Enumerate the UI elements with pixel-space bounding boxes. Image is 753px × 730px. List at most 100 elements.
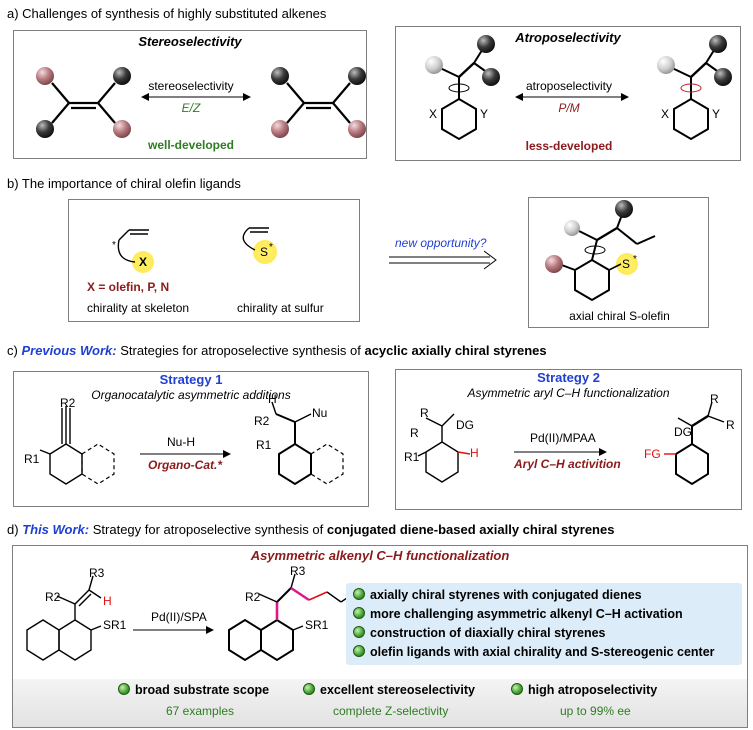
- s2-reagent: Pd(II)/MPAA: [530, 431, 596, 445]
- atroposelectivity-heading: Atroposelectivity: [515, 30, 621, 45]
- s2-product-r-side: R: [726, 418, 735, 432]
- this-work-panel: Asymmetric alkenyl C–H functionalization…: [12, 545, 748, 728]
- s1-h: H: [268, 392, 277, 406]
- highlight-title: broad substrate scope: [118, 683, 269, 697]
- d-r2-start: R2: [45, 590, 61, 604]
- olefin-s-atom: S: [622, 257, 631, 271]
- section-d-rest: Strategy for atroposelective synthesis o…: [92, 522, 324, 537]
- sphere-dark: [348, 67, 366, 85]
- atropo-arrow-label: atroposelectivity: [525, 79, 613, 93]
- sphere-dark: [709, 35, 727, 53]
- stereoselectivity-drawing: [36, 67, 366, 138]
- strategy2-panel: Strategy 2 Asymmetric aryl C–H functiona…: [395, 369, 742, 510]
- d-h: H: [103, 594, 112, 608]
- s2-product-r-top: R: [710, 392, 719, 406]
- atropo-arrow-sublabel: P/M: [558, 101, 580, 115]
- section-d-title: d) This Work: Strategy for atroposelecti…: [7, 522, 614, 537]
- section-b-title: b) The importance of chiral olefin ligan…: [7, 176, 241, 191]
- strategy2-name: Strategy 2: [537, 370, 600, 385]
- this-work-banner: Asymmetric alkenyl C–H functionalization: [250, 548, 510, 563]
- this-work-drawing: [26, 573, 354, 662]
- bullet-icon: [511, 683, 523, 695]
- sphere-pink: [348, 120, 366, 138]
- sphere-light: [564, 220, 580, 236]
- strategy1-name: Strategy 1: [159, 372, 223, 387]
- s1-nu: Nu: [312, 406, 328, 420]
- d-r2-product: R2: [245, 590, 261, 604]
- section-c-prefix: c): [7, 343, 18, 358]
- highlight-detail: up to 99% ee: [560, 704, 631, 718]
- sphere-dark: [36, 120, 54, 138]
- s2-activation: Aryl C–H activition: [514, 457, 621, 471]
- s2-dg: DG: [456, 418, 474, 432]
- d-r3-product: R3: [290, 564, 306, 578]
- axial-s-olefin-panel: S * axial chiral S-olefin: [528, 197, 709, 328]
- strategy1-drawing: [39, 401, 344, 486]
- highlight-title: excellent stereoselectivity: [303, 683, 475, 697]
- sulfur-star: *: [269, 242, 273, 253]
- section-c-rest: Strategies for atroposelective synthesis…: [120, 343, 361, 358]
- atroposelectivity-drawing: [425, 35, 732, 141]
- s-atom: S: [260, 245, 269, 259]
- section-c-highlight: Previous Work:: [21, 343, 117, 358]
- strategy1-panel: Strategy 1 Organocatalytic asymmetric ad…: [13, 371, 369, 507]
- bullet-icon: [353, 607, 365, 619]
- stereo-status: well-developed: [147, 138, 235, 152]
- sphere-pink: [271, 120, 289, 138]
- sphere-light: [657, 56, 675, 74]
- atropo-y-left: Y: [480, 107, 489, 121]
- sphere-pink: [36, 67, 54, 85]
- sulfur-caption: chirality at sulfur: [237, 301, 324, 315]
- s1-reagent: Nu-H: [167, 435, 196, 449]
- s1-r2-product: R2: [254, 414, 270, 428]
- x-definition: X = olefin, P, N: [87, 280, 170, 294]
- skeleton-caption: chirality at skeleton: [87, 301, 190, 315]
- feature-box: [346, 583, 742, 665]
- s2-h: H: [470, 446, 479, 460]
- s1-r1-start: R1: [24, 452, 40, 466]
- ligand-panel: * X X = olefin, P, N chirality at skelet…: [68, 199, 360, 322]
- bullet-icon: [353, 626, 365, 638]
- s1-r2-start: R2: [60, 396, 76, 410]
- section-c-title: c) Previous Work: Strategies for atropos…: [7, 343, 547, 358]
- sphere-dark: [271, 67, 289, 85]
- feature-item: more challenging asymmetric alkenyl C–H …: [353, 607, 683, 621]
- stereo-arrow-sublabel: E/Z: [181, 101, 201, 115]
- bullet-icon: [303, 683, 315, 695]
- s2-r-top: R: [420, 406, 429, 420]
- feature-item: construction of diaxially chiral styrene…: [353, 626, 606, 640]
- section-a-title: a) Challenges of synthesis of highly sub…: [7, 6, 327, 21]
- sphere-pink: [113, 120, 131, 138]
- bullet-icon: [353, 645, 365, 657]
- d-reagent: Pd(II)/SPA: [151, 610, 207, 624]
- x-atom: X: [139, 255, 148, 269]
- s2-r1: R1: [404, 450, 420, 464]
- s2-fg: FG: [644, 447, 661, 461]
- strategy2-subtitle: Asymmetric aryl C–H functionalization: [467, 386, 670, 400]
- s1-catalyst: Organo-Cat.*: [148, 458, 223, 472]
- sphere-pink: [545, 255, 563, 273]
- atroposelectivity-panel: Atroposelectivity: [395, 26, 741, 161]
- sphere-dark: [477, 35, 495, 53]
- sphere-dark: [714, 68, 732, 86]
- stereo-arrow-label: stereoselectivity: [148, 79, 234, 93]
- stereoselectivity-panel: Stereoselectivity stereoselectivity E/Z …: [13, 30, 367, 159]
- sphere-dark: [113, 67, 131, 85]
- result-caption: axial chiral S-olefin: [569, 309, 670, 323]
- section-d-prefix: d): [7, 522, 19, 537]
- feature-item: olefin ligands with axial chirality and …: [353, 645, 715, 659]
- atropo-status: less-developed: [525, 139, 613, 153]
- highlights-bar: [13, 679, 747, 727]
- olefin-s-star: *: [633, 254, 637, 265]
- strategy1-subtitle: Organocatalytic asymmetric additions: [91, 388, 291, 402]
- atropo-y-right: Y: [712, 107, 721, 121]
- s2-r-side: R: [410, 426, 419, 440]
- axial-s-olefin-drawing: [545, 200, 656, 302]
- ligand-drawing: [117, 227, 277, 273]
- atropo-x-right: X: [661, 107, 670, 121]
- bullet-icon: [118, 683, 130, 695]
- sphere-dark: [615, 200, 633, 218]
- sphere-light: [425, 56, 443, 74]
- d-r3-start: R3: [89, 566, 105, 580]
